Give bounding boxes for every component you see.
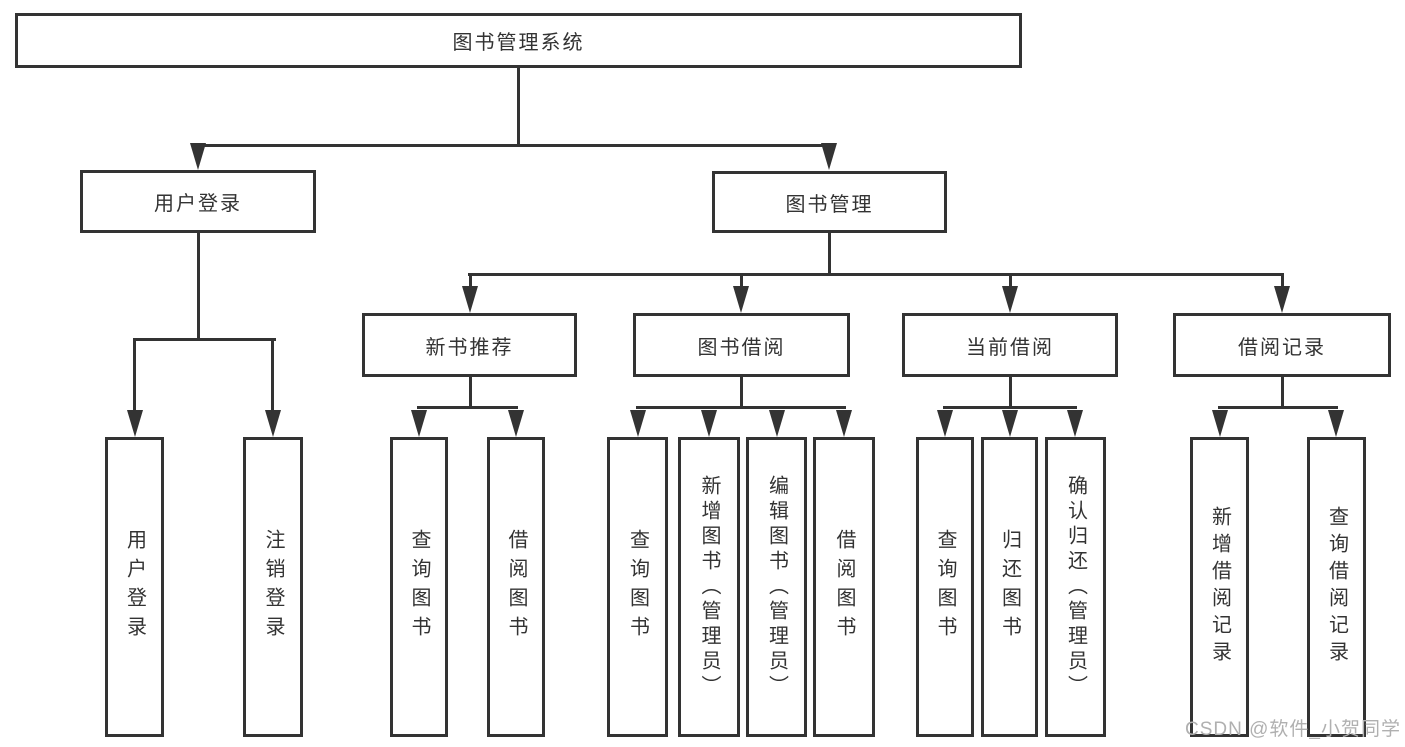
node-library-management-system: 图书管理系统 — [15, 13, 1022, 68]
arrow-to-new-books — [462, 286, 478, 313]
node-user-login-label: 用户登录 — [154, 193, 242, 215]
arrow-to-edit-books — [769, 410, 785, 437]
leaf-query-books-2: 查询图书 — [607, 437, 668, 737]
connector-stem-borrow-records — [1281, 273, 1284, 291]
connector-stem-new-books — [469, 273, 472, 291]
connector-book-borrow-horizontal — [636, 406, 846, 409]
arrow-to-current-borrow — [1002, 286, 1018, 313]
connector-root-vertical — [517, 68, 520, 147]
node-user-login: 用户登录 — [80, 170, 316, 233]
connector-management-horizontal — [468, 273, 1284, 276]
node-book-borrowing: 图书借阅 — [633, 313, 850, 377]
connector-current-borrow-vertical — [1009, 377, 1012, 409]
connector-new-books-horizontal — [417, 406, 518, 409]
leaf-query-books-3: 查询图书 — [916, 437, 974, 737]
connector-stem-leaf-user-login — [133, 338, 136, 413]
node-borrowing-records-label: 借阅记录 — [1238, 336, 1326, 359]
leaf-return-books: 归还图书 — [981, 437, 1038, 737]
leaf-logout: 注销登录 — [243, 437, 303, 737]
node-book-management-label: 图书管理 — [785, 193, 874, 216]
arrow-to-confirm-return — [1067, 410, 1083, 437]
arrow-to-leaf-user-login — [127, 410, 143, 437]
connector-stem-book-borrow — [740, 273, 743, 291]
arrow-to-borrow-records — [1274, 286, 1290, 313]
connector-borrow-records-horizontal — [1218, 406, 1338, 409]
arrow-to-user-login — [190, 143, 206, 170]
arrow-to-add-borrow-record — [1212, 410, 1228, 437]
connector-current-borrow-horizontal — [943, 406, 1077, 409]
arrow-to-book-borrow — [733, 286, 749, 313]
leaf-edit-books-admin: 编辑图书（管理员） — [746, 437, 807, 737]
leaf-query-borrow-record: 查询借阅记录 — [1307, 437, 1366, 737]
leaf-borrow-books-1: 借阅图书 — [487, 437, 545, 737]
leaf-user-login-label: 用户登录 — [123, 529, 146, 645]
connector-stem-leaf-logout — [271, 338, 274, 413]
node-book-management: 图书管理 — [712, 171, 947, 233]
node-new-book-recommendation-label: 新书推荐 — [425, 336, 514, 359]
leaf-add-books-admin-label: 新增图书（管理员） — [698, 474, 720, 700]
node-current-borrowing-label: 当前借阅 — [966, 336, 1054, 359]
leaf-logout-label: 注销登录 — [262, 529, 284, 645]
arrow-to-query-books-2 — [630, 410, 646, 437]
leaf-borrow-books-2-label: 借阅图书 — [833, 529, 855, 645]
leaf-edit-books-admin-label: 编辑图书（管理员） — [765, 474, 788, 700]
leaf-confirm-return-admin: 确认归还（管理员） — [1045, 437, 1106, 737]
leaf-add-borrow-record-label: 新增借阅记录 — [1208, 506, 1231, 668]
connector-stem-current-borrow — [1009, 273, 1012, 291]
arrow-to-borrow-books-1 — [508, 410, 524, 437]
arrow-to-add-books — [701, 410, 717, 437]
connector-management-vertical — [828, 233, 831, 276]
leaf-return-books-label: 归还图书 — [998, 529, 1021, 645]
node-book-borrowing-label: 图书借阅 — [697, 336, 786, 359]
leaf-query-borrow-record-label: 查询借阅记录 — [1325, 506, 1348, 668]
arrow-to-query-borrow-record — [1328, 410, 1344, 437]
connector-root-horizontal — [197, 144, 831, 147]
csdn-watermark: CSDN @软件_小贺同学 — [1185, 719, 1401, 740]
connector-new-books-vertical — [469, 377, 472, 409]
connector-borrow-records-vertical — [1281, 377, 1284, 409]
connector-book-borrow-vertical — [740, 377, 743, 409]
leaf-borrow-books-1-label: 借阅图书 — [505, 529, 527, 645]
node-borrowing-records: 借阅记录 — [1173, 313, 1391, 377]
leaf-add-borrow-record: 新增借阅记录 — [1190, 437, 1249, 737]
arrow-to-return-books — [1002, 410, 1018, 437]
node-current-borrowing: 当前借阅 — [902, 313, 1118, 377]
leaf-confirm-return-admin-label: 确认归还（管理员） — [1064, 474, 1087, 700]
leaf-query-books-2-label: 查询图书 — [626, 529, 649, 645]
arrow-to-query-books-1 — [411, 410, 427, 437]
leaf-query-books-1-label: 查询图书 — [408, 529, 430, 645]
node-library-management-system-label: 图书管理系统 — [452, 32, 585, 54]
leaf-user-login: 用户登录 — [105, 437, 164, 737]
leaf-query-books-1: 查询图书 — [390, 437, 448, 737]
connector-login-horizontal — [133, 338, 276, 341]
arrow-to-borrow-books-2 — [836, 410, 852, 437]
connector-login-vertical — [197, 233, 200, 341]
arrow-to-book-management — [821, 143, 837, 170]
leaf-query-books-3-label: 查询图书 — [934, 529, 956, 645]
leaf-add-books-admin: 新增图书（管理员） — [678, 437, 740, 737]
node-new-book-recommendation: 新书推荐 — [362, 313, 577, 377]
arrow-to-query-books-3 — [937, 410, 953, 437]
arrow-to-leaf-logout — [265, 410, 281, 437]
leaf-borrow-books-2: 借阅图书 — [813, 437, 875, 737]
